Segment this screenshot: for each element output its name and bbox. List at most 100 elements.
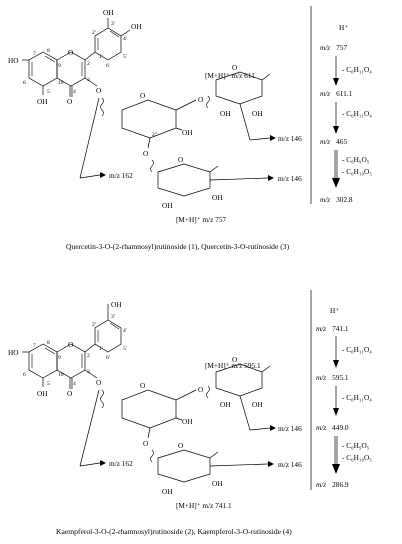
rhamnose-bottom-oh-1-k: OH	[162, 487, 173, 496]
rhamnose-bottom-ring-o: O	[178, 155, 183, 164]
glucose-oh-k: OH	[182, 417, 193, 426]
carbonyl-o-k: O	[67, 389, 72, 398]
scheme-h-plus: H⁺	[339, 23, 348, 32]
rhamnose-bottom-oh-1: OH	[162, 201, 173, 210]
rhamnose-top-ring-k	[215, 363, 263, 397]
rhamnose-bottom-ring-o-k: O	[178, 441, 183, 450]
pos-6p: 6'	[106, 63, 110, 69]
rhamnose-bottom-oh-2-k: OH	[212, 479, 223, 488]
pos-7: 7	[33, 51, 36, 57]
rhamnose-bottom-ring-k	[157, 449, 211, 483]
pos-10: 10	[58, 80, 64, 86]
rhamnose-top-ring	[215, 71, 263, 105]
rhamnosyl-o: O	[143, 149, 148, 158]
pos-7-k: 7	[33, 343, 36, 349]
pos-1p: 1'	[99, 54, 103, 60]
pos-4-k: 4	[73, 381, 76, 387]
pos-8: 8	[47, 48, 50, 54]
glycosidic-o-k: O	[96, 378, 101, 387]
rhamnose-top-ring-o: O	[232, 63, 237, 72]
rhamnose-top-oh-1: OH	[220, 109, 231, 118]
pos-9-k: 9	[58, 355, 61, 361]
pos-5: 5	[47, 89, 50, 95]
c4p-hydroxyl-k: OH	[111, 300, 122, 309]
fragment-m146-a: m/z 146	[278, 134, 302, 143]
fragment-m146-b: m/z 146	[278, 174, 302, 183]
pos-2p-k: 2'	[92, 322, 96, 328]
panel-kaempferol: O O HO OH OH 7 8 9 2 3 4 5 6 10 2' 3' 4'…	[8, 290, 372, 536]
c3p-hydroxyl: OH	[103, 8, 114, 17]
rhamnose-top-ring-o-k: O	[232, 355, 237, 364]
scheme-loss-2-k: - C₆H₁₁O₄	[342, 393, 372, 402]
pos-2: 2	[87, 61, 90, 67]
pos-6p-k: 6'	[106, 355, 110, 361]
scheme-loss-3b: - C₆H₁₀O₅	[342, 167, 372, 176]
ring-oxygen: O	[68, 48, 73, 57]
scheme-h-plus-k: H⁺	[330, 306, 339, 315]
fragment-m162-k: m/z 162	[109, 459, 133, 468]
ring-oxygen-k: O	[68, 340, 73, 349]
pos-5-k: 5	[47, 381, 50, 387]
scheme-loss-2: - C₆H₁₁O₄	[342, 109, 372, 118]
scheme-loss-3a: - C₆H₉O₅	[342, 155, 370, 164]
c7-hydroxyl-k: HO	[8, 348, 19, 357]
rhamnosyl-o-k: O	[143, 439, 148, 448]
caption-quercetin: Quercetin-3-O-(2-rhamnosyl)rutinoside (1…	[66, 242, 290, 251]
caption-kaempferol: Kaempferol-3-O-(2-rhamnosyl)rutinoside (…	[56, 527, 292, 536]
rhamnose-bottom-ring	[157, 163, 211, 197]
pos-2p: 2'	[92, 30, 96, 36]
rhamnose-top-oh-2-k: OH	[252, 400, 263, 409]
ring-a	[28, 51, 58, 87]
rhamnose-bottom-oh-2: OH	[212, 193, 223, 202]
glycosidic-o: O	[96, 86, 101, 95]
fragment-m162: m/z 162	[109, 171, 133, 180]
pos-3p: 3'	[111, 21, 115, 27]
scheme-loss-3a-k: - C₆H₉O₅	[342, 441, 370, 450]
pos-4p-k: 4'	[123, 328, 127, 334]
pos-8-k: 8	[47, 340, 50, 346]
glucose-ring-o-k: O	[140, 381, 145, 390]
glucose-ring-o: O	[140, 91, 145, 100]
c7-hydroxyl: HO	[8, 56, 19, 65]
scheme-loss-1: - C₆H₁₁O₄	[342, 65, 372, 74]
scheme-loss-1-k: - C₆H₁₁O₄	[342, 345, 372, 354]
rutinose-o: O	[198, 95, 203, 104]
rutinose-o-k: O	[198, 385, 203, 394]
c4p-hydroxyl: OH	[131, 22, 142, 31]
pos-3p-k: 3'	[111, 314, 115, 320]
scheme-loss-3b-k: - C₆H₁₀O₅	[342, 453, 372, 462]
rhamnose-top-oh-2: OH	[252, 109, 263, 118]
pos-2-k: 2	[87, 353, 90, 359]
pos-9: 9	[58, 63, 61, 69]
glucose-ring-k	[121, 389, 177, 429]
fragment-top-ion-k: [M+H]⁺ m/z 595.1	[205, 361, 261, 370]
pos-5p: 5'	[123, 54, 127, 60]
glucose-2pp: 2"	[152, 132, 157, 138]
cleavage-mark	[100, 97, 104, 117]
fragment-m146-b-k: m/z 146	[278, 460, 302, 469]
pos-4p: 4'	[123, 36, 127, 42]
glucose-oh: OH	[182, 128, 193, 137]
rhamnose-top-oh-1-k: OH	[220, 400, 231, 409]
pos-6: 6	[23, 80, 26, 86]
fragment-top-ion: [M+H]⁺ m/z 611	[205, 71, 255, 80]
carbonyl-o: O	[67, 97, 72, 106]
pos-5p-k: 5'	[123, 346, 127, 352]
c5-hydroxyl: OH	[37, 97, 48, 106]
fragment-m146-a-k: m/z 146	[278, 424, 302, 433]
pos-10-k: 10	[58, 372, 64, 378]
panel-quercetin: O O HO OH OH OH 7 8 9 2 3 4 5 6 10 2' 3'…	[8, 6, 372, 251]
ring-a-k	[28, 343, 58, 379]
fragment-bottom-ion: [M+H]⁺ m/z 757	[176, 215, 226, 224]
pos-1p-k: 1'	[99, 346, 103, 352]
pos-6-k: 6	[23, 372, 26, 378]
